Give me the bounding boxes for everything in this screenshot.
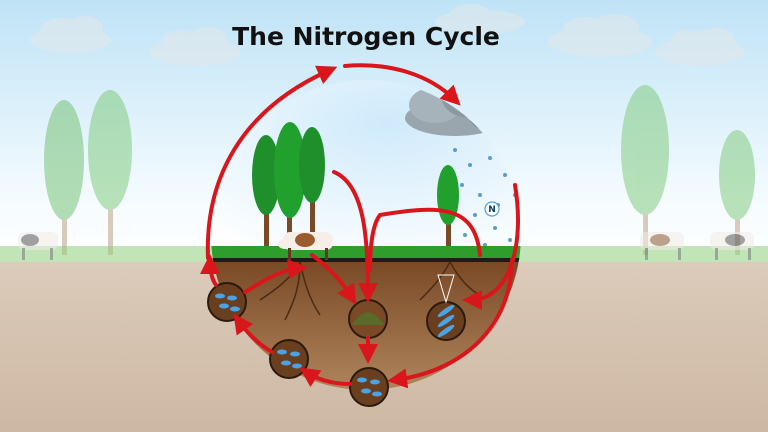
nitrogen-ion-icon: N [484,201,500,217]
cycle-arrow-icon [243,259,308,294]
bacteria-icon [357,377,382,397]
background-clouds [30,4,745,66]
tree-icon [719,130,755,255]
cloud-icon [30,16,110,53]
cycle-arrow-icon [387,258,514,389]
cloud-icon [655,28,745,66]
cycle-arrows [200,63,520,389]
cycle-arrow-icon [332,170,378,303]
bacteria-circle-4 [426,274,466,341]
background-cows [18,232,754,260]
tree-icon [44,100,84,255]
cycle-arrow-icon [368,207,482,272]
cow-icon [710,232,754,260]
nitrogen-ion-symbol: N [488,205,496,215]
cycle-arrow-icon [310,253,357,305]
page-title: The Nitrogen Cycle [232,22,500,51]
bacteria-icon [277,349,302,369]
cloud-icon [435,4,525,34]
cycle-arrow-icon [200,254,221,287]
cloud-icon [150,27,240,66]
cycle-arrow-icon [205,65,338,260]
cycle-arrow-icon [233,313,274,354]
background-trees [44,85,755,255]
tree-icon [274,122,306,255]
decomposition-icon [348,299,388,339]
cycle-arrow-icon [343,63,461,106]
cow-icon [278,232,333,260]
bacteria-icon [437,304,455,338]
bacteria-circle-3 [349,367,389,407]
cloud-icon [548,14,652,57]
bacteria-circle-1 [207,282,247,322]
tree-icon [621,85,669,255]
bacteria-circle-2 [269,339,309,379]
cycle-arrow-icon [299,367,352,387]
cow-icon [640,232,684,260]
tree-icon [88,90,132,255]
cow-icon [18,232,58,260]
tree-icon [299,127,325,255]
bacteria-icon [215,293,240,312]
tree-icon [252,135,280,255]
